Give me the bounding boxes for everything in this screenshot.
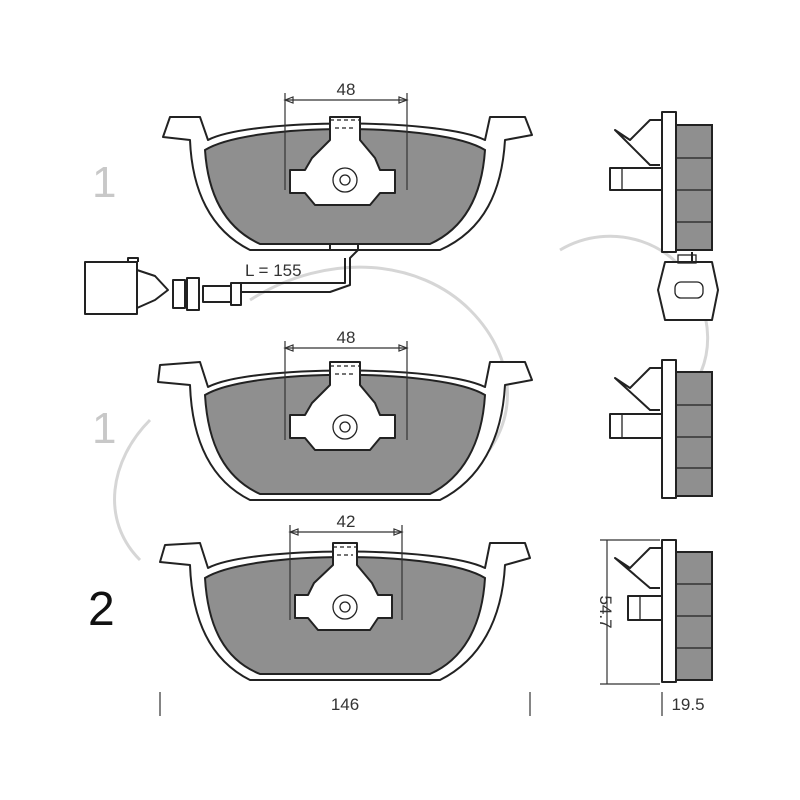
dim-label-146: 146 xyxy=(331,695,359,714)
dim-label-42-pad3: 42 xyxy=(337,512,356,531)
dimension-thickness: 19.5 xyxy=(661,692,705,716)
pad-3-center-boss xyxy=(294,542,393,631)
brake-pad-3-front-view xyxy=(159,542,531,681)
dimension-overall-width: 146 xyxy=(159,692,531,716)
pad-2-center-boss xyxy=(289,361,396,451)
watermark-digit-2: 1 xyxy=(92,404,116,453)
dimension-height: 54.7 xyxy=(596,539,660,685)
pad-1-sensor-connector xyxy=(84,261,138,315)
dim-label-54-7: 54.7 xyxy=(596,595,615,628)
dim-label-48-pad2: 48 xyxy=(337,328,356,347)
brake-pad-1-front-view xyxy=(84,116,533,315)
side-view-3 xyxy=(614,539,713,683)
dimension-pad-3-width: 42 xyxy=(288,512,404,620)
dim-label-19-5: 19.5 xyxy=(671,695,704,714)
side-view-1 xyxy=(609,111,719,321)
wire-length-label: L = 155 xyxy=(245,261,302,280)
dim-label-48-pad1: 48 xyxy=(337,80,356,99)
variant-number: 2 xyxy=(88,583,115,636)
pad-1-center-boss xyxy=(289,116,396,206)
watermark-digit-1: 1 xyxy=(92,158,116,207)
side-view-2 xyxy=(609,359,713,499)
dimension-pad-2-width: 48 xyxy=(283,328,409,440)
dimension-pad-1-width: 48 xyxy=(283,80,409,190)
brake-pad-2-front-view xyxy=(157,361,533,501)
